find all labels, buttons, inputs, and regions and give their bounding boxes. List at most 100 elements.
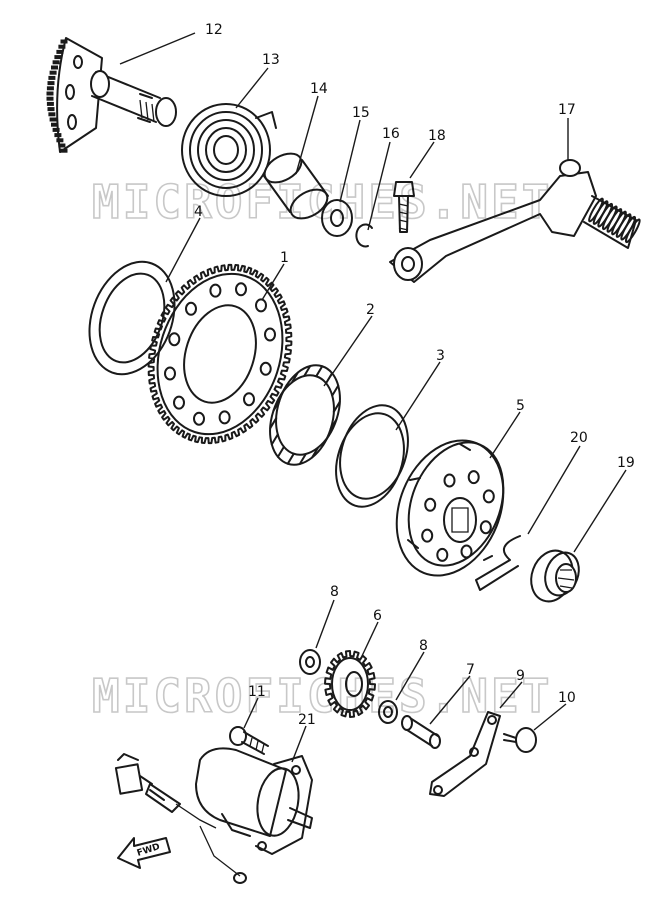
grip-rib (615, 213, 632, 238)
ring-gear-holes (164, 282, 276, 426)
leader-lines (119, 32, 627, 763)
grip-rib (606, 208, 623, 233)
part-17-kick-crank[interactable] (389, 159, 642, 283)
part-13-return-spring[interactable] (181, 103, 277, 197)
part-19-starter-pinion[interactable] (524, 545, 584, 608)
segment-tooth (60, 39, 68, 44)
callout-19: 19 (617, 455, 635, 471)
segment-gear-teeth (46, 39, 68, 153)
gear-hole (235, 282, 247, 297)
gear-hole (193, 411, 205, 426)
gear-tooth-outline (147, 263, 293, 445)
needle-roller (269, 417, 278, 430)
part-7-idler-shaft[interactable] (401, 715, 441, 749)
clutch-hole (443, 473, 456, 488)
needle-roller (303, 365, 312, 377)
grip-rib (588, 197, 604, 223)
segment-tooth (46, 91, 54, 96)
needle-roller (331, 384, 340, 397)
callout-1: 1 (280, 250, 289, 266)
watermark-top: MICROFICHES.NET (92, 175, 552, 229)
gear-hole (164, 366, 176, 381)
part-1-ring-gear[interactable] (138, 257, 303, 450)
kick-grip-ribs (588, 197, 641, 244)
gear-hole (209, 283, 222, 298)
callout-20: 20 (570, 430, 588, 446)
callout-21: 21 (298, 712, 316, 728)
callout-5: 5 (516, 398, 525, 414)
needle-roller (311, 446, 320, 459)
segment-tooth (58, 143, 66, 148)
segment-tooth (58, 44, 66, 49)
ring-gear-teeth (147, 263, 293, 445)
part-12-kick-shaft[interactable] (46, 37, 177, 153)
part-14-collar[interactable] (260, 148, 333, 225)
needle-roller (332, 400, 341, 413)
callout-18: 18 (428, 128, 446, 144)
segment-tooth (47, 107, 55, 112)
segment-tooth (46, 96, 54, 101)
segment-tooth (48, 112, 56, 117)
needle-roller (329, 418, 338, 431)
part-6-idler-gear[interactable] (324, 650, 376, 718)
part-3-collar-ring[interactable] (325, 396, 420, 515)
gear-hole (259, 361, 272, 376)
idler-gear-teeth (324, 650, 376, 718)
segment-tooth (47, 81, 55, 86)
needle-roller (286, 452, 295, 465)
part-20-clip[interactable] (475, 535, 521, 591)
callout-10: 10 (558, 690, 576, 706)
part-8-washer-b[interactable] (378, 700, 398, 724)
callout-8-left: 8 (330, 584, 339, 600)
gear-hole (173, 395, 185, 410)
part-9-stopper-plate[interactable] (429, 711, 501, 797)
needle-roller (276, 445, 285, 458)
segment-tooth (56, 49, 64, 54)
segment-tooth (52, 127, 60, 132)
needle-roller (270, 433, 279, 446)
needle-roller (298, 453, 307, 465)
callout-14: 14 (310, 81, 328, 97)
segment-tooth (51, 122, 58, 127)
gear-tooth-outline (324, 650, 376, 718)
needle-rollers (269, 365, 341, 465)
grip-rib (624, 218, 641, 244)
part-5-clutch-assembly[interactable] (377, 424, 522, 591)
clutch-hole (436, 547, 449, 562)
part-11-mounting-bolt[interactable] (229, 726, 269, 755)
callout-11: 11 (248, 684, 266, 700)
part-16-circlip[interactable] (355, 223, 373, 248)
segment-tooth (56, 138, 64, 143)
needle-roller (321, 434, 330, 447)
clutch-hole (460, 544, 473, 559)
part-8-washer-a[interactable] (299, 649, 321, 675)
segment-tooth (54, 133, 62, 138)
segment-tooth (46, 86, 54, 91)
fwd-direction-arrow: FWD (117, 837, 171, 869)
part-10-screw[interactable] (503, 727, 537, 753)
gear-hole (255, 298, 267, 313)
callout-labels: 12 13 14 15 16 18 17 4 1 2 3 5 20 19 8 6… (194, 22, 635, 728)
clutch-hole (467, 470, 480, 485)
grip-rib (597, 202, 614, 228)
grip-rib (611, 210, 627, 236)
segment-tooth (54, 55, 62, 60)
segment-tooth (48, 75, 56, 80)
segment-tooth (51, 65, 58, 70)
part-18-bolt[interactable] (393, 181, 415, 233)
segment-tooth (49, 70, 57, 75)
callout-13: 13 (262, 52, 280, 68)
part-21-starter-motor[interactable] (114, 747, 313, 884)
clutch-hole (424, 497, 437, 512)
callout-17: 17 (558, 102, 576, 118)
part-15-washer[interactable] (321, 199, 353, 237)
clutch-hole (421, 528, 434, 543)
gear-hole (264, 327, 276, 342)
gear-hole (185, 301, 197, 316)
needle-roller (290, 371, 299, 384)
gear-hole (243, 392, 255, 407)
needle-roller (315, 365, 324, 378)
callout-15: 15 (352, 105, 370, 121)
clutch-hole (479, 520, 492, 535)
